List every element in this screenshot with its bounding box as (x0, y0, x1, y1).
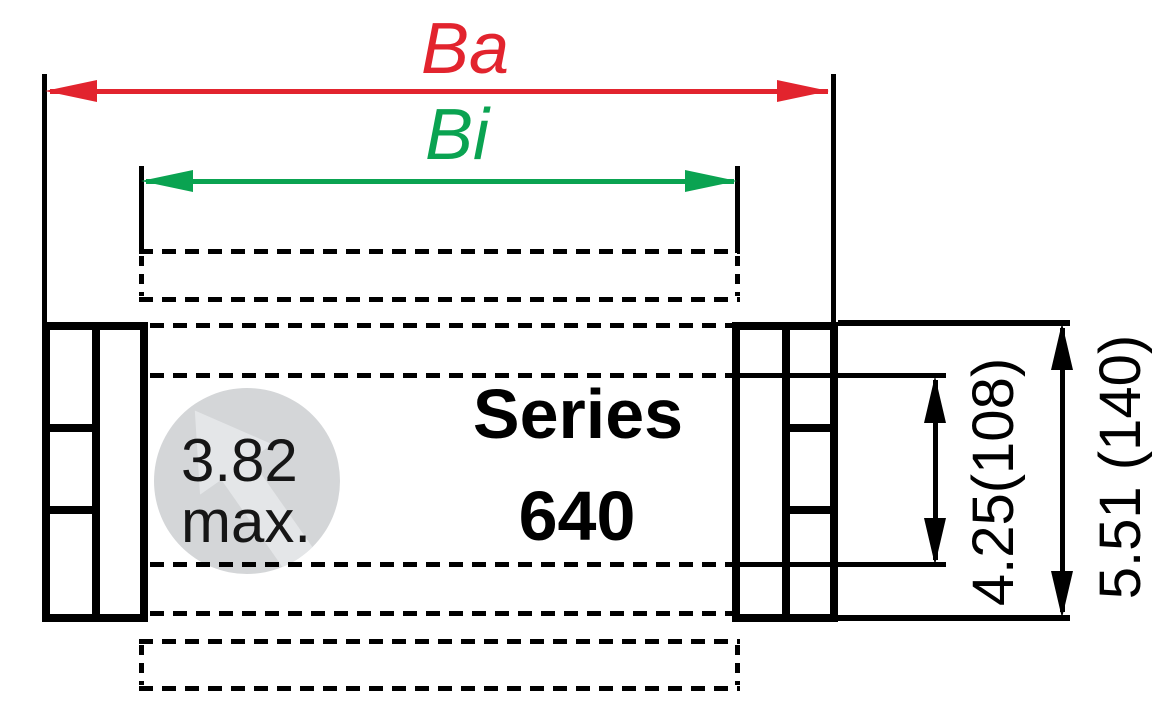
dashed-stub-bottom-right (735, 645, 740, 685)
outer-height-extension-line-top (838, 320, 1070, 326)
dashed-line-bottom-1 (139, 639, 740, 644)
ba-extension-line-right (831, 74, 836, 322)
series-title-line2: 640 (518, 477, 636, 555)
bi-extension-line-left (139, 166, 144, 253)
bi-extension-line-right (735, 166, 740, 253)
inner-height-extension-line-top (732, 373, 946, 378)
outer-height-dimension-line (1060, 328, 1065, 612)
watermark-circle (154, 388, 340, 574)
outer-height-extension-line-bottom (838, 615, 1070, 621)
outer-height-arrowhead-down-icon (1051, 571, 1073, 618)
pitch-value-text: 3.82 (181, 427, 298, 494)
bi-dimension-label: Bi (424, 95, 490, 175)
ba-dimension-line (50, 89, 828, 94)
side-band-right-divider (782, 322, 790, 622)
ba-dimension-label: Ba (420, 9, 510, 89)
dashed-stub-top-left (139, 256, 144, 296)
side-band-left-cell-line-2 (44, 506, 98, 514)
outer-height-dimension-label: 5.51 (140) (1088, 334, 1153, 600)
dashed-stub-bottom-left (139, 645, 144, 685)
ba-arrowhead-right-icon (777, 80, 829, 102)
inner-height-dimension-line (933, 380, 938, 560)
side-band-left-divider (92, 322, 100, 622)
dashed-line-inner-bottom-1 (150, 562, 733, 567)
pitch-suffix-text: max. (181, 488, 312, 555)
inner-height-dimension-label: 4.25(108) (961, 357, 1026, 607)
dashed-line-bottom-2 (139, 686, 740, 691)
outer-height-arrowhead-up-icon (1051, 323, 1073, 370)
dashed-line-top-1 (139, 249, 740, 254)
dashed-line-inner-top-2 (150, 373, 733, 378)
bi-arrowhead-right-icon (685, 170, 737, 192)
side-band-left-cell-line-1 (44, 424, 98, 432)
dashed-line-top-2 (139, 297, 740, 302)
bi-arrowhead-left-icon (141, 170, 193, 192)
ba-arrowhead-left-icon (45, 80, 97, 102)
series-title-line1: Series (472, 375, 684, 453)
dashed-line-inner-bottom-2 (150, 611, 733, 616)
bi-dimension-line (146, 179, 734, 184)
inner-height-extension-line-bottom (732, 562, 946, 567)
inner-height-arrowhead-down-icon (924, 518, 946, 565)
inner-height-arrowhead-up-icon (924, 376, 946, 423)
dashed-line-inner-top-1 (150, 323, 733, 328)
side-band-right-cell-line-1 (786, 424, 834, 432)
dashed-stub-top-right (735, 256, 740, 296)
ba-extension-line-left (42, 74, 47, 322)
side-band-right-cell-line-2 (786, 506, 834, 514)
arrow-up-left-watermark-icon (194, 410, 314, 570)
